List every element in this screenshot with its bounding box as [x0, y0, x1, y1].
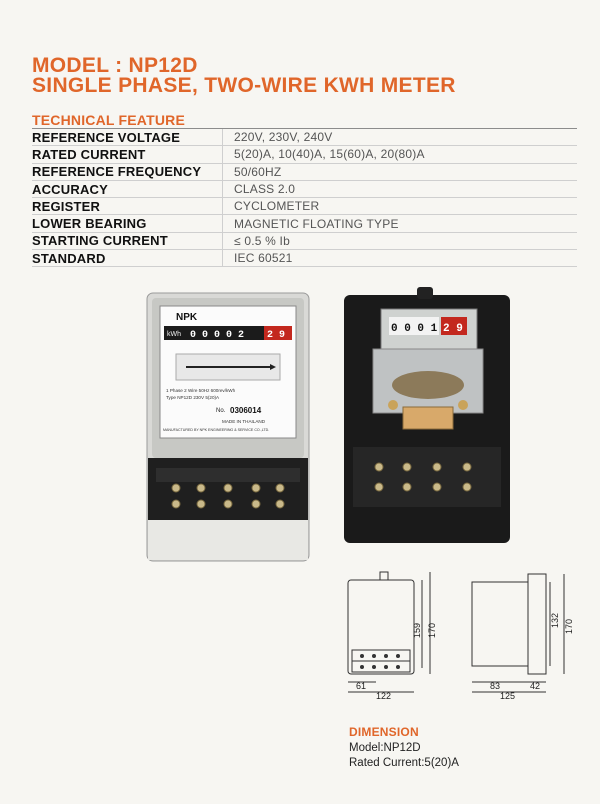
spec-divider	[222, 198, 223, 215]
meter-front-photo: NPK kWh 0 0 0 0 2 2 9 1 Phase 2 Wire 50H…	[146, 292, 310, 562]
spec-row-reference-frequency: REFERENCE FREQUENCY 50/60HZ	[32, 163, 577, 181]
spec-value: CLASS 2.0	[234, 182, 296, 197]
spec-label: STARTING CURRENT	[32, 233, 168, 249]
spec-row-accuracy: ACCURACY CLASS 2.0	[32, 180, 577, 199]
spec-divider	[222, 180, 223, 198]
spec-row-reference-voltage: REFERENCE VOLTAGE 220V, 230V, 240V	[32, 128, 577, 147]
spec-divider	[222, 129, 223, 146]
side-depth-total: 125	[500, 691, 515, 700]
side-height-outer: 170	[564, 619, 574, 634]
spec-row-standard: STANDARD IEC 60521	[32, 250, 577, 268]
spec-divider	[222, 250, 223, 267]
spec-label: LOWER BEARING	[32, 216, 147, 232]
front-height-inner: 159	[412, 623, 422, 638]
spec-row-rated-current: RATED CURRENT 5(20)A, 10(40)A, 15(60)A, …	[32, 146, 577, 164]
model-title: MODEL : NP12D	[32, 54, 198, 77]
side-depth-body: 83	[490, 681, 500, 691]
side-height-inner: 132	[550, 613, 560, 628]
spec-label: REFERENCE VOLTAGE	[32, 129, 181, 145]
spec-divider	[222, 163, 223, 180]
spec-label: RATED CURRENT	[32, 146, 146, 162]
serial-label: No.	[216, 408, 226, 414]
front-width-total: 122	[376, 691, 391, 700]
spec-table: REFERENCE VOLTAGE 220V, 230V, 240V RATED…	[32, 128, 577, 268]
spec-label: STANDARD	[32, 250, 106, 266]
front-width-bottom: 61	[356, 681, 366, 691]
spec-value: IEC 60521	[234, 251, 293, 266]
meter-inside-photo: 0 0 0 1 2 9	[344, 287, 510, 543]
spec-divider	[222, 232, 223, 250]
spec-value: 50/60HZ	[234, 164, 282, 179]
side-depth-cover: 42	[530, 681, 540, 691]
spec-divider	[222, 146, 223, 163]
spec-divider	[222, 215, 223, 232]
dimension-rated-current: Rated Current:5(20)A	[349, 757, 459, 769]
inside-register-digits: 0 0 0 1	[391, 323, 438, 335]
spec-row-lower-bearing: LOWER BEARING MAGNETIC FLOATING TYPE	[32, 215, 577, 233]
spec-row-register: REGISTER CYCLOMETER	[32, 198, 577, 216]
unit-label: kWh	[167, 331, 181, 338]
spec-value: CYCLOMETER	[234, 199, 320, 214]
spec-value: ≤ 0.5 % Ib	[234, 233, 290, 248]
spec-label: ACCURACY	[32, 181, 108, 197]
dimension-heading: DIMENSION	[349, 725, 419, 739]
brand-label: NPK	[176, 312, 198, 323]
manufacturer-text: MANUFACTURED BY NPK ENGINEERING & SERVIC…	[163, 428, 269, 432]
inside-register-decimals: 2 9	[443, 323, 463, 335]
origin-text: MADE IN THAILAND	[222, 419, 266, 424]
spec-value: 5(20)A, 10(40)A, 15(60)A, 20(80)A	[234, 147, 425, 162]
spec-row-starting-current: STARTING CURRENT ≤ 0.5 % Ib	[32, 232, 577, 251]
front-height-outer: 170	[427, 623, 436, 638]
dimension-model: Model:NP12D	[349, 742, 421, 754]
spec-label: REFERENCE FREQUENCY	[32, 164, 202, 180]
spec-value: 220V, 230V, 240V	[234, 130, 333, 145]
spec-value: MAGNETIC FLOATING TYPE	[234, 216, 399, 231]
front-dimension-drawing: 159 170 61 122	[347, 571, 436, 700]
register-digits: 0 0 0 0 2	[190, 330, 244, 341]
spec-label: REGISTER	[32, 198, 101, 214]
register-decimals: 2 9	[267, 330, 285, 341]
rotation-arrow-icon	[270, 364, 276, 370]
serial-number: 0306014	[230, 406, 262, 415]
meter-spec-line: 1 Phase 2 Wire 50Hz 600rev/kWh	[166, 388, 236, 393]
product-subtitle: SINGLE PHASE, TWO-WIRE KWH METER	[32, 74, 456, 97]
side-dimension-drawing: 132 170 83 42 125	[471, 573, 574, 700]
meter-type-line: Type NP12D 230V 5(20)A	[166, 395, 220, 400]
technical-feature-heading: TECHNICAL FEATURE	[32, 112, 185, 128]
